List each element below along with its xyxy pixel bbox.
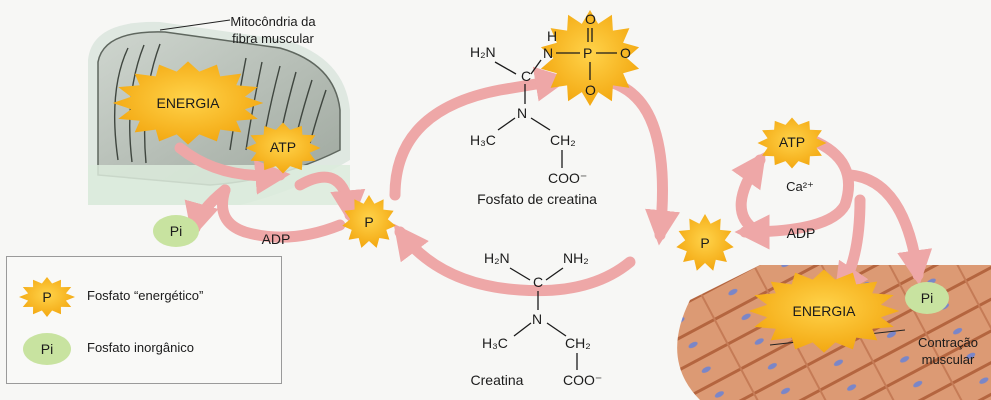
energy-left-burst (112, 61, 264, 145)
p-center-right-burst (676, 214, 734, 271)
reaction-arrows (174, 66, 933, 299)
cr-nh2: NH₂ (563, 250, 589, 266)
cr-coo: COO⁻ (563, 372, 602, 388)
mito-label-2: fibra muscular (232, 31, 314, 46)
phosphate-group-burst (540, 10, 640, 106)
cr-h3c: H₃C (482, 335, 508, 351)
atp-right-label: ATP (779, 134, 805, 150)
legend-item-pi: Pi Fosfato inorgânico (7, 329, 281, 369)
pc-h3c: H₃C (470, 132, 496, 148)
legend: P Fosfato “energético” Pi Fosfato inorgâ… (6, 256, 282, 384)
pc-n2: N (517, 105, 527, 121)
legend-item-p: P Fosfato “energético” (7, 277, 281, 317)
pi-left (153, 215, 199, 247)
pi-right (905, 282, 949, 314)
pc-p: P (583, 45, 592, 61)
phosphocreatine-structure: H₂N H N P O O O C N H₃C CH₂ COO⁻ Fosfato… (470, 11, 631, 207)
phosphocreatine-caption: Fosfato de creatina (477, 191, 597, 207)
p-center-right-label: P (700, 235, 709, 251)
pc-o-top: O (585, 11, 596, 27)
legend-text-pi: Fosfato inorgânico (87, 340, 194, 355)
contraction-label-2: muscular (922, 352, 975, 367)
adp-left-label: ADP (262, 231, 291, 247)
energy-left-label: ENERGIA (156, 95, 220, 111)
energetic-phosphate-icon: P (19, 277, 75, 317)
cr-h2n: H₂N (484, 250, 510, 266)
adp-right-label: ADP (787, 225, 816, 241)
creatine-structure: H₂N NH₂ C N H₃C CH₂ COO⁻ Creatina (471, 250, 603, 388)
p-center-left-label: P (364, 214, 373, 230)
pc-h2n: H₂N (470, 44, 496, 60)
cr-n: N (532, 311, 542, 327)
pc-h: H (547, 28, 557, 44)
pc-coo: COO⁻ (548, 170, 587, 186)
cr-ch2: CH₂ (565, 335, 591, 351)
legend-symbol-pi: Pi (41, 341, 53, 357)
legend-text-p: Fosfato “energético” (87, 288, 204, 303)
pi-left-label: Pi (170, 223, 182, 239)
energy-right-label: ENERGIA (792, 303, 856, 319)
ca-label: Ca²⁺ (786, 179, 814, 194)
cr-c: C (533, 274, 543, 290)
legend-symbol-p: P (42, 289, 51, 305)
contraction-label-1: Contração (918, 335, 978, 350)
pc-o-right: O (620, 45, 631, 61)
pc-o-bottom: O (585, 82, 596, 98)
pc-n: N (543, 45, 553, 61)
atp-left-label: ATP (270, 139, 296, 155)
pi-right-label: Pi (921, 290, 933, 306)
pc-c: C (521, 68, 531, 84)
inorganic-phosphate-icon: Pi (23, 333, 71, 365)
p-center-left-burst (342, 195, 396, 248)
energy-right-burst (748, 269, 900, 353)
mito-label-1: Mitocôndria da (230, 14, 316, 29)
creatine-caption: Creatina (471, 372, 524, 388)
atp-left-burst (245, 122, 321, 174)
atp-right-burst (757, 117, 827, 169)
pc-ch2: CH₂ (550, 132, 576, 148)
